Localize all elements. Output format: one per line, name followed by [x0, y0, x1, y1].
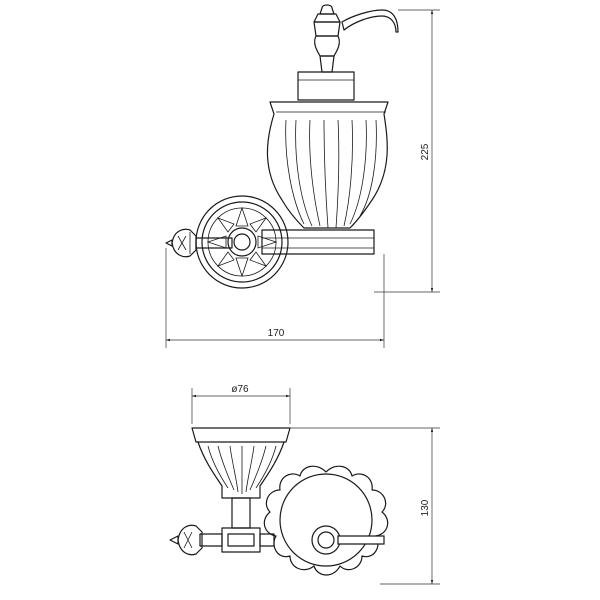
top-finial [169, 524, 275, 556]
dimension-depth: 130 [290, 427, 440, 585]
dimension-diameter: ø76 [191, 384, 291, 424]
top-rosette [263, 465, 389, 576]
height-label: 225 [420, 143, 431, 160]
depth-label: 130 [420, 499, 431, 516]
diameter-label: ø76 [231, 384, 249, 395]
side-view: 225 170 [165, 4, 440, 348]
wall-rosette [195, 195, 289, 289]
width-label: 170 [268, 328, 285, 339]
ceramic-body [266, 101, 389, 229]
top-view: ø76 [169, 384, 440, 585]
dimension-width: 170 [165, 248, 385, 348]
collar [297, 71, 355, 101]
holder-ring [261, 229, 375, 255]
pump-nozzle [313, 4, 399, 73]
cup-top [191, 427, 291, 499]
finial-knob [165, 228, 233, 258]
dimension-height: 225 [374, 9, 440, 293]
holder-stem [221, 497, 261, 553]
